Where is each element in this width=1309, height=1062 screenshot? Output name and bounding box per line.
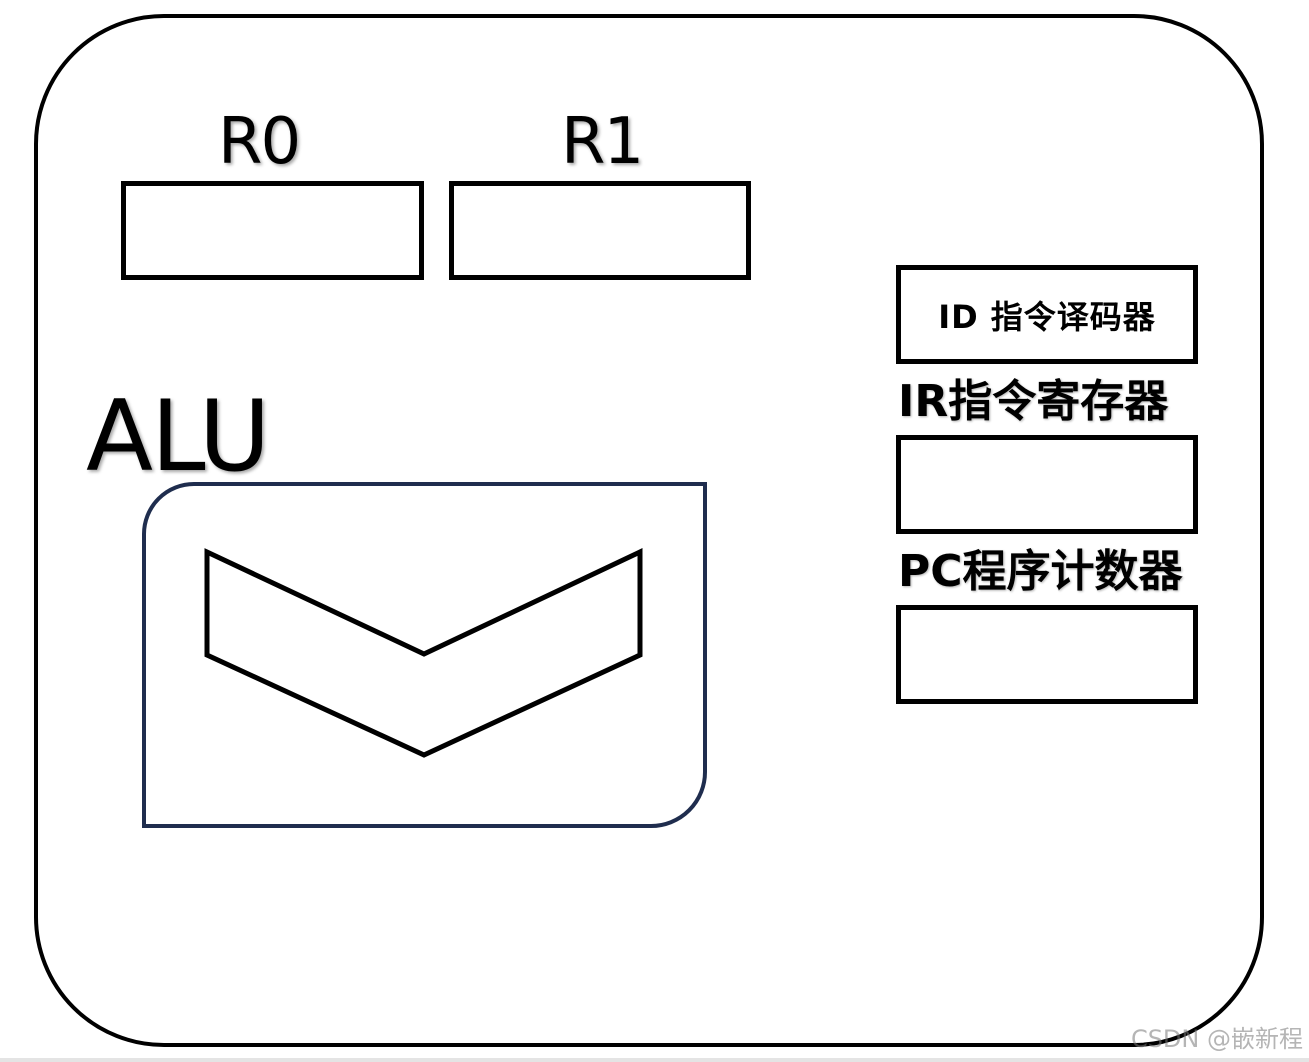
alu-box	[142, 482, 707, 828]
bottom-divider	[0, 1058, 1309, 1062]
ir-label: IR指令寄存器	[898, 376, 1169, 427]
watermark: CSDN @嵌新程	[1130, 1025, 1303, 1053]
r0-register-box	[121, 181, 424, 280]
id-decoder-label: ID 指令译码器	[938, 297, 1156, 336]
ir-register-box	[896, 435, 1198, 534]
id-decoder-box: ID 指令译码器	[896, 265, 1198, 364]
pc-label: PC程序计数器	[898, 546, 1183, 597]
r1-label: R1	[561, 105, 644, 179]
r1-register-box	[449, 181, 751, 280]
alu-label: ALU	[86, 380, 270, 494]
pc-register-box	[896, 605, 1198, 704]
r0-label: R0	[218, 105, 301, 179]
cpu-outline	[34, 14, 1264, 1047]
